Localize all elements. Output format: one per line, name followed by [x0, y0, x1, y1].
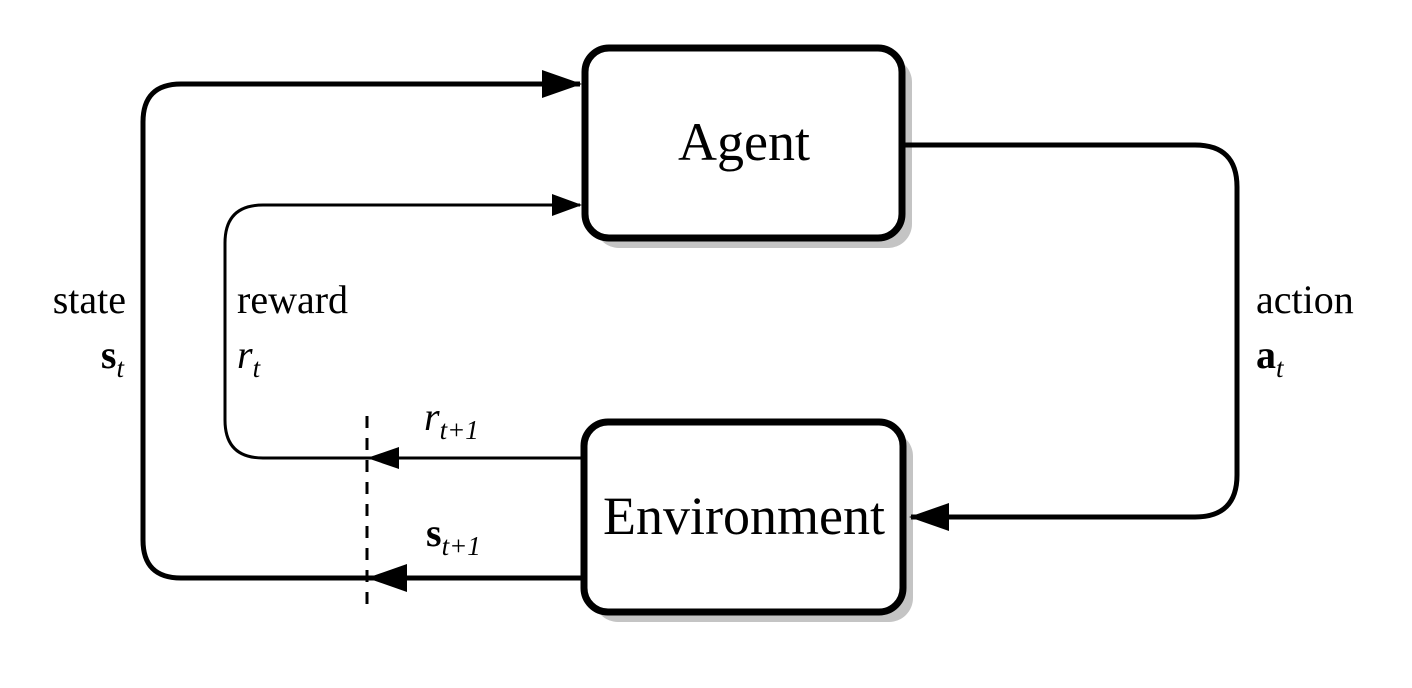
next-reward-symbol: r — [424, 394, 440, 439]
environment-box-label: Environment — [603, 486, 885, 546]
action-word-label: action — [1256, 277, 1354, 322]
state-symbol-subscript: t — [116, 353, 125, 383]
state-into-agent-arrowhead — [542, 70, 582, 98]
state-word-label: state — [53, 277, 126, 322]
state-loop-path — [140, 81, 584, 581]
reward-symbol: r — [237, 332, 253, 377]
next-reward-subscript: t+1 — [440, 415, 479, 445]
next-state-at-boundary-arrowhead — [367, 564, 407, 592]
reward-symbol-label: rt — [237, 332, 262, 383]
next-state-symbol: s — [426, 510, 442, 555]
next-state-subscript: t+1 — [442, 531, 481, 561]
state-symbol-label: st — [101, 332, 126, 383]
reward-into-agent-arrowhead — [552, 194, 582, 216]
next-state-symbol-label: st+1 — [426, 510, 481, 561]
action-into-environment-arrowhead — [909, 503, 949, 531]
action-loop-path — [903, 142, 1240, 520]
agent-box — [581, 44, 906, 242]
action-symbol: a — [1256, 332, 1276, 377]
action-symbol-subscript: t — [1276, 353, 1285, 383]
reward-loop-path — [223, 203, 584, 460]
reward-word-label: reward — [237, 277, 348, 322]
next-reward-at-boundary-arrowhead — [367, 447, 399, 469]
reward-symbol-subscript: t — [253, 353, 262, 383]
next-reward-symbol-label: rt+1 — [424, 394, 479, 445]
action-symbol-label: at — [1256, 332, 1285, 383]
agent-box-label: Agent — [678, 112, 810, 172]
environment-box — [580, 418, 907, 616]
state-symbol: s — [101, 332, 117, 377]
